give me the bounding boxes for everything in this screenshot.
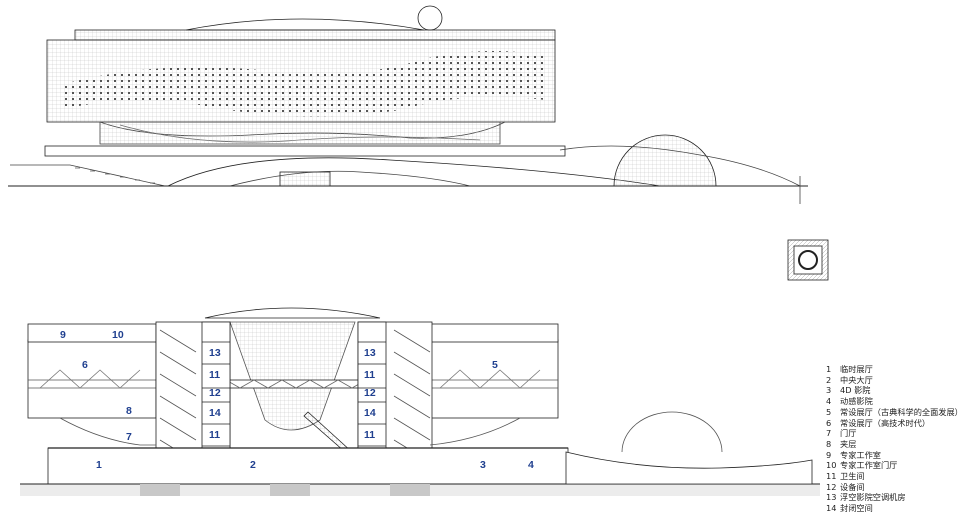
legend-text: 专家工作室门厅 xyxy=(840,460,898,471)
right-wing xyxy=(429,339,559,419)
room-number-labels: 9 10 6 5 8 7 1 2 3 4 13 11 12 14 11 13 1… xyxy=(60,329,534,471)
label-3: 3 xyxy=(480,459,486,471)
roof-parapet xyxy=(74,29,556,41)
entrance-glazing xyxy=(279,171,331,187)
elevation-view xyxy=(8,5,808,204)
section-planetarium xyxy=(621,411,723,453)
legend-number: 11 xyxy=(826,471,837,482)
label-7: 7 xyxy=(126,431,132,443)
legend-item: 1 临时展厅 xyxy=(826,364,960,375)
central-cone xyxy=(229,321,356,431)
entry-steps xyxy=(10,164,166,187)
label-6: 6 xyxy=(82,359,88,371)
podium xyxy=(44,145,566,157)
legend-item: 6 常设展厅（高技术时代） xyxy=(826,418,960,429)
section-dome xyxy=(204,307,381,319)
right-tower-label-1: 13 xyxy=(364,347,376,359)
legend-number: 2 xyxy=(826,374,832,385)
label-1: 1 xyxy=(96,459,102,471)
legend-text: 4D 影院 xyxy=(840,385,871,396)
legend-text: 常设展厅（高技术时代） xyxy=(840,417,931,428)
section-view xyxy=(20,307,820,496)
perforation-band xyxy=(60,51,545,117)
legend-number: 7 xyxy=(826,428,832,439)
right-tower-label-2: 11 xyxy=(364,369,375,381)
legend-text: 封闭空间 xyxy=(840,503,873,514)
left-wing xyxy=(27,339,157,419)
right-tower-label-3: 12 xyxy=(364,387,376,399)
label-10: 10 xyxy=(112,329,124,341)
legend-item: 3 4D 影院 xyxy=(826,385,960,396)
label-2: 2 xyxy=(250,459,256,471)
legend-number: 14 xyxy=(826,503,837,514)
observatory-dome xyxy=(417,5,443,31)
legend-number: 3 xyxy=(826,385,832,396)
ground-floor xyxy=(47,447,569,485)
podium-curve xyxy=(167,157,661,187)
legend-number: 1 xyxy=(826,364,832,374)
legend-number: 5 xyxy=(826,406,832,417)
left-tower-label-1: 13 xyxy=(209,347,221,359)
right-tower-label-5: 11 xyxy=(364,429,375,441)
legend-item: 4 动感影院 xyxy=(826,396,960,407)
left-tower-label-3: 12 xyxy=(209,387,221,399)
left-tower-label-5: 11 xyxy=(209,429,220,441)
legend-number: 6 xyxy=(826,417,832,428)
legend-text: 浮空影院空调机房 xyxy=(840,492,906,503)
legend-number: 10 xyxy=(826,460,837,471)
label-4: 4 xyxy=(528,459,534,471)
label-9: 9 xyxy=(60,329,66,341)
legend-item: 5 常设展厅（古典科学的全面发展） xyxy=(826,407,960,418)
legend-text: 动感影院 xyxy=(840,396,873,407)
label-8: 8 xyxy=(126,405,132,417)
left-tower-label-2: 11 xyxy=(209,369,220,381)
legend-item: 2 中央大厅 xyxy=(826,375,960,386)
legend-item: 8 夹层 xyxy=(826,439,960,450)
legend-text: 夹层 xyxy=(840,438,857,449)
legend-number: 12 xyxy=(826,481,837,492)
legend-text: 卫生间 xyxy=(840,471,865,482)
left-tower-label-4: 14 xyxy=(209,407,221,419)
legend-number: 4 xyxy=(826,396,832,407)
legend-text: 中央大厅 xyxy=(840,374,873,385)
roof-dome xyxy=(185,18,425,31)
legend-text: 常设展厅（古典科学的全面发展） xyxy=(840,406,960,417)
legend-text: 设备间 xyxy=(840,481,865,492)
room-legend: 1 临时展厅 2 中央大厅 3 4D 影院 4 动感影院 5 常设展厅（古典科学的全面发展… xyxy=(826,364,960,514)
legend-number: 13 xyxy=(826,492,837,503)
legend-text: 专家工作室 xyxy=(840,449,881,460)
legend-item: 7 门厅 xyxy=(826,428,960,439)
legend-number: 8 xyxy=(826,438,832,449)
elevation-supports xyxy=(99,121,501,145)
planetarium-sphere xyxy=(613,134,717,187)
legend-text: 门厅 xyxy=(840,428,857,439)
legend-text: 临时展厅 xyxy=(840,364,873,374)
legend-item: 9 专家工作室 xyxy=(826,450,960,461)
right-tower-label-4: 14 xyxy=(364,407,376,419)
key-plan xyxy=(787,239,829,281)
legend-number: 9 xyxy=(826,449,832,460)
label-5: 5 xyxy=(492,359,498,371)
